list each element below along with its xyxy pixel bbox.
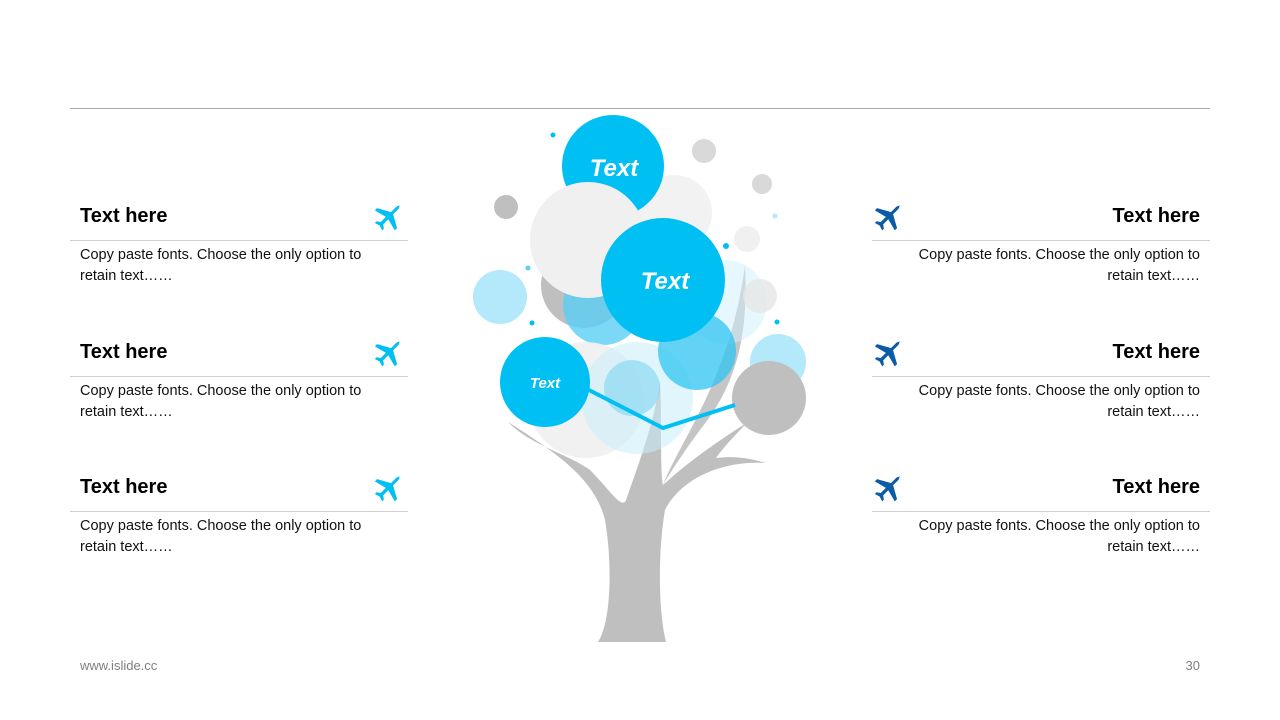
airplane-icon [370,339,404,373]
item-divider [70,240,408,241]
connector-line [584,386,736,431]
item-body: Copy paste fonts. Choose the only option… [918,383,1200,420]
item-divider [70,511,408,512]
page-number: 30 [1185,658,1200,673]
tree-trunk [508,265,766,642]
airplane-icon [370,203,404,237]
header-divider [70,108,1210,109]
airplane-icon [370,474,404,508]
item-title: Text here [80,205,168,227]
item-title: Text here [1112,341,1200,363]
item-divider [872,511,1210,512]
item-title: Text here [1112,476,1200,498]
item-body: Copy paste fonts. Choose the only option… [80,383,362,420]
bubble-left [500,337,590,427]
bubble-label-left: Text [530,375,561,392]
item-title: Text here [80,476,168,498]
bubble-label-top: Text [590,155,639,182]
item-divider [70,376,408,377]
item-body: Copy paste fonts. Choose the only option… [80,518,362,555]
airplane-icon [870,339,904,373]
bubble-label-center: Text [641,268,690,295]
item-divider [872,376,1210,377]
airplane-icon [870,203,904,237]
item-body: Copy paste fonts. Choose the only option… [918,247,1200,284]
bubble-center [601,218,725,342]
website-link: www.islide.cc [80,658,158,673]
airplane-icon [870,474,904,508]
item-body: Copy paste fonts. Choose the only option… [918,518,1200,555]
item-title: Text here [1112,205,1200,227]
item-body: Copy paste fonts. Choose the only option… [80,247,362,284]
item-divider [872,240,1210,241]
item-title: Text here [80,341,168,363]
